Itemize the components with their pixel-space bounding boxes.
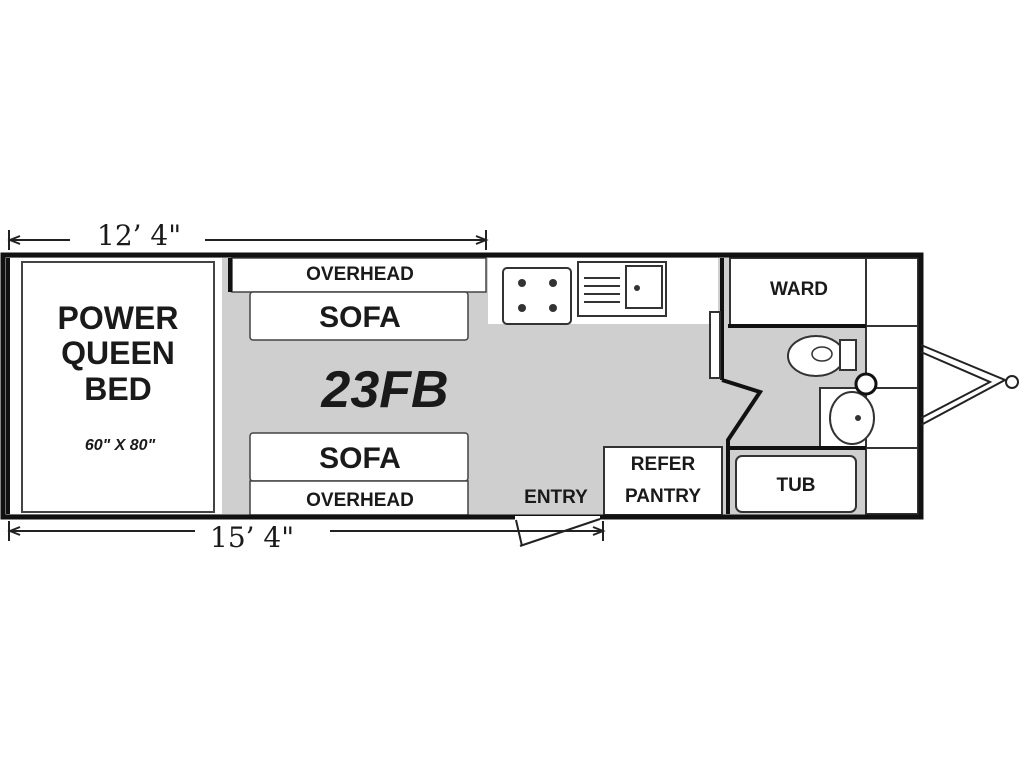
- bed-label-line3: BED: [84, 371, 152, 407]
- sofa-bottom-label: SOFA: [319, 442, 401, 475]
- trailer-hitch: [920, 344, 1019, 426]
- bath-sink-basin: [829, 391, 875, 445]
- toilet-tank: [839, 339, 857, 371]
- bed: [21, 261, 215, 513]
- faucet-icon: [634, 285, 640, 291]
- dimension-bottom: [7, 521, 606, 541]
- pantry-label: PANTRY: [625, 486, 701, 507]
- sofa-top: [249, 291, 469, 341]
- drain-icon: [855, 415, 861, 421]
- overhead-bottom-label: OVERHEAD: [306, 490, 414, 511]
- wardrobe: [729, 257, 867, 327]
- entry-door: [515, 516, 601, 547]
- bed-size-label: 60" X 80": [85, 437, 156, 454]
- burner-icon: [518, 304, 526, 312]
- interior-walls: [6, 258, 866, 514]
- overhead-top-label: OVERHEAD: [306, 264, 414, 285]
- dimension-top: [7, 230, 489, 250]
- sink-basin: [625, 265, 663, 309]
- overhead-bottom: [249, 480, 469, 516]
- refer-label: REFER: [631, 454, 696, 475]
- kitchen-divider: [709, 311, 721, 379]
- burner-icon: [518, 279, 526, 287]
- bath-faucet-icon: [854, 372, 878, 396]
- entry-label: ENTRY: [524, 487, 588, 508]
- dimension-bottom-label: 15’ 4": [210, 521, 294, 554]
- drainboard-lines: [584, 277, 620, 303]
- tub-label: TUB: [776, 475, 815, 496]
- bed-label-line1: POWER: [58, 300, 179, 336]
- sofa-top-label: SOFA: [319, 301, 401, 334]
- model-label: 23FB: [320, 361, 448, 419]
- bed-label-line2: QUEEN: [61, 335, 175, 371]
- stove: [502, 267, 572, 325]
- dimension-top-label: 12’ 4": [97, 219, 181, 252]
- burner-icon: [549, 279, 557, 287]
- outer-wall: [0, 252, 924, 520]
- burner-icon: [549, 304, 557, 312]
- ward-label: WARD: [770, 279, 828, 300]
- tub-fixture: [735, 455, 857, 513]
- toilet-seat: [811, 346, 833, 362]
